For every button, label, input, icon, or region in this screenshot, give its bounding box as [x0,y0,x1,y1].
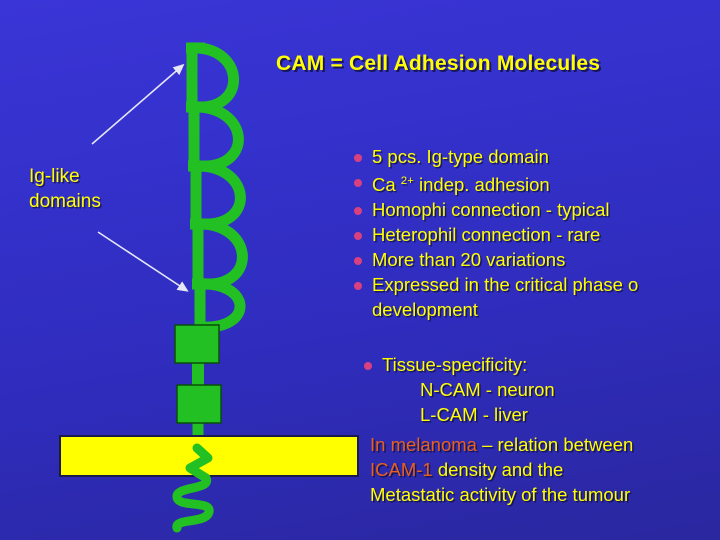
tissue-sub-ncam: N-CAM - neuron [420,379,555,400]
ig-like-domains-group [189,42,248,333]
bullet-item-2-superscript: 2+ [400,175,414,187]
melanoma-line-2-rest: density and the [432,459,564,480]
bullet-item-tissue-specificity: Tissue-specificity: [362,352,720,377]
bullet-item-6-text: Expressed in the critical phase o [372,274,639,296]
bullet-item-2: Ca 2+ indep. adhesion [352,169,720,197]
bullet-item-6: Expressed in the critical phase o develo… [352,272,720,322]
ig-like-domains-label: Ig-like domains [29,164,101,214]
bullet-item-1-text: 5 pcs. Ig-type domain [372,146,549,167]
bullet-item-1: 5 pcs. Ig-type domain [352,144,720,169]
bullet-item-4: Heterophil connection - rare [352,222,720,247]
ig-like-domains-label-line1: Ig-like [29,166,80,187]
melanoma-line-1: In melanoma – relation between [370,432,720,457]
melanoma-line-3: Metastatic activity of the tumour [370,484,631,505]
bullet-item-3-text: Homophi connection - typical [372,199,610,221]
melanoma-note: In melanoma – relation between ICAM-1 de… [370,432,720,507]
bullet-item-2-text-before: Ca [372,174,401,196]
main-bullet-list: 5 pcs. Ig-type domain Ca 2+ indep. adhes… [352,144,720,322]
melanoma-line-1-rest: – relation between [476,434,634,455]
cam-molecule-diagram [59,42,359,533]
ig-like-domains-label-line2: domains [29,191,101,212]
bullet-item-6-continuation: development [372,299,478,321]
tissue-sub-lcam: L-CAM - liver [420,404,528,425]
tissue-specificity-text: Tissue-specificity: [382,354,528,375]
melanoma-highlight-1: In melanoma [370,434,477,455]
fibronectin-box-2 [176,384,222,424]
tissue-specificity-list: Tissue-specificity: N-CAM - neuron L-CAM… [362,352,720,427]
cytoplasmic-tail-coil [172,473,214,533]
bullet-item-4-text: Heterophil connection - rare [372,224,601,246]
melanoma-line-2: ICAM-1 density and the [370,457,720,482]
fibronectin-box-1 [174,324,220,364]
bullet-item-5: More than 20 variations [352,247,720,272]
bullet-item-5-text: More than 20 variations [372,249,566,271]
bullet-item-2-text-after: indep. adhesion [413,174,550,196]
transmembrane-zigzag [185,443,213,483]
arrow-to-lower-domain [97,231,189,292]
slide-title: CAM = Cell Adhesion Molecules [276,52,601,75]
melanoma-highlight-2: ICAM-1 [370,459,433,480]
bullet-item-3: Homophi connection - typical [352,197,720,222]
arrow-to-upper-domain [91,63,185,145]
